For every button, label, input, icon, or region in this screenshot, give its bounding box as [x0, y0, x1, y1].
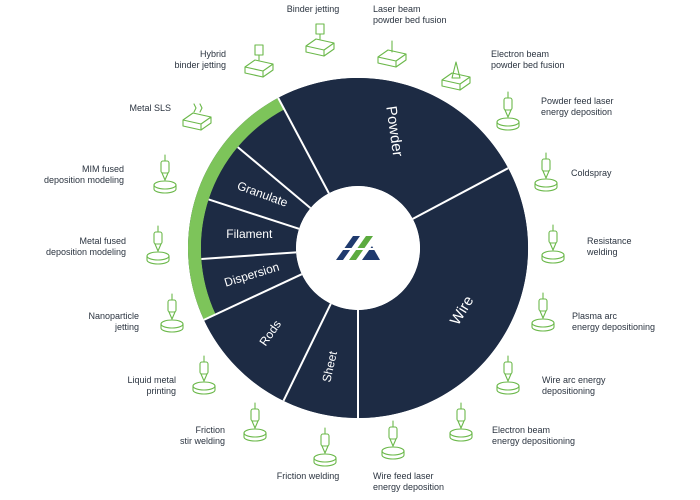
segment-divider	[412, 167, 509, 220]
process-label-line: Coldspray	[571, 168, 612, 178]
process-label-line: jetting	[114, 322, 139, 332]
segment-divider	[237, 146, 312, 209]
process-label-line: Nanoparticle	[88, 311, 139, 321]
segment-filament	[201, 199, 300, 259]
process-label-line: Resistance	[587, 236, 632, 246]
logo	[334, 236, 382, 260]
process-label-line: Metal fused	[79, 236, 126, 246]
mim-fdm-icon	[153, 154, 177, 194]
liquid-metal-printing-icon	[192, 355, 216, 395]
segment-divider	[282, 303, 332, 402]
process-label-line: powder bed fusion	[373, 15, 447, 25]
segment-divider	[208, 198, 300, 230]
powder-feed-laser-icon	[496, 91, 520, 131]
process-label-line: Laser beam	[373, 4, 421, 14]
process-label-line: MIM fused	[82, 164, 124, 174]
segment-divider	[201, 251, 297, 260]
resistance-welding-icon	[541, 224, 565, 264]
nanoparticle-jetting-icon	[160, 293, 184, 333]
segment-powder	[278, 77, 509, 219]
process-label-line: energy depositioning	[492, 436, 575, 446]
binder-jetting-icon	[305, 23, 335, 57]
process-label-line: deposition modeling	[46, 247, 126, 257]
process-label-line: Electron beam	[492, 425, 550, 435]
friction-stir-welding-icon	[243, 402, 267, 442]
green-band	[187, 97, 285, 320]
coldspray-icon	[534, 152, 558, 192]
metal-sls-icon	[182, 103, 212, 131]
process-label-line: Powder feed laser	[541, 96, 614, 106]
process-label-line: Plasma arc	[572, 311, 618, 321]
segment-label-filament: Filament	[226, 227, 273, 241]
process-label-line: printing	[146, 386, 176, 396]
segment-label-powder: Powder	[382, 105, 406, 158]
process-label-line: Wire feed laser	[373, 471, 434, 481]
segment-divider	[203, 273, 303, 321]
laser-powder-bed-icon	[377, 40, 407, 68]
process-label-line: Binder jetting	[287, 4, 340, 14]
segment-granulate	[208, 147, 311, 229]
process-label-line: binder jetting	[174, 60, 226, 70]
process-label-line: energy deposition	[373, 482, 444, 492]
process-item: Binder jetting	[287, 4, 340, 57]
process-item: Friction welding	[277, 427, 340, 481]
plasma-arc-icon	[531, 292, 555, 332]
process-label-line: powder bed fusion	[491, 60, 565, 70]
wire-feed-laser-icon	[381, 420, 405, 460]
process-label-line: energy depositioning	[572, 322, 655, 332]
electron-beam-deposition-icon	[449, 402, 473, 442]
process-label-line: energy deposition	[541, 107, 612, 117]
process-label-line: Electron beam	[491, 49, 549, 59]
hybrid-binder-jetting-icon	[244, 44, 274, 78]
process-label-line: Friction welding	[277, 471, 340, 481]
process-item: Coldspray	[534, 152, 612, 192]
electron-powder-bed-icon	[441, 61, 471, 91]
wire-arc-icon	[496, 355, 520, 395]
process-label-line: Wire arc energy	[542, 375, 606, 385]
wheel: PowderWireSheetRodsDispersionFilamentGra…	[187, 77, 529, 418]
segment-sheet	[283, 303, 358, 418]
process-label-line: Hybrid	[200, 49, 226, 59]
segment-wire	[358, 168, 529, 418]
logo-blue-triangle	[362, 246, 380, 260]
friction-welding-icon	[313, 427, 337, 467]
process-label-line: welding	[586, 247, 618, 257]
segment-divider	[277, 97, 330, 194]
process-label-line: Liquid metal	[127, 375, 176, 385]
process-label-line: Metal SLS	[129, 103, 171, 113]
process-label-line: deposition modeling	[44, 175, 124, 185]
segment-dispersion	[201, 252, 302, 315]
metal-fdm-icon	[146, 225, 170, 265]
process-item: Metal SLS	[129, 103, 212, 131]
process-label-line: stir welding	[180, 436, 225, 446]
process-label-line: Friction	[195, 425, 225, 435]
process-label-line: depositioning	[542, 386, 595, 396]
